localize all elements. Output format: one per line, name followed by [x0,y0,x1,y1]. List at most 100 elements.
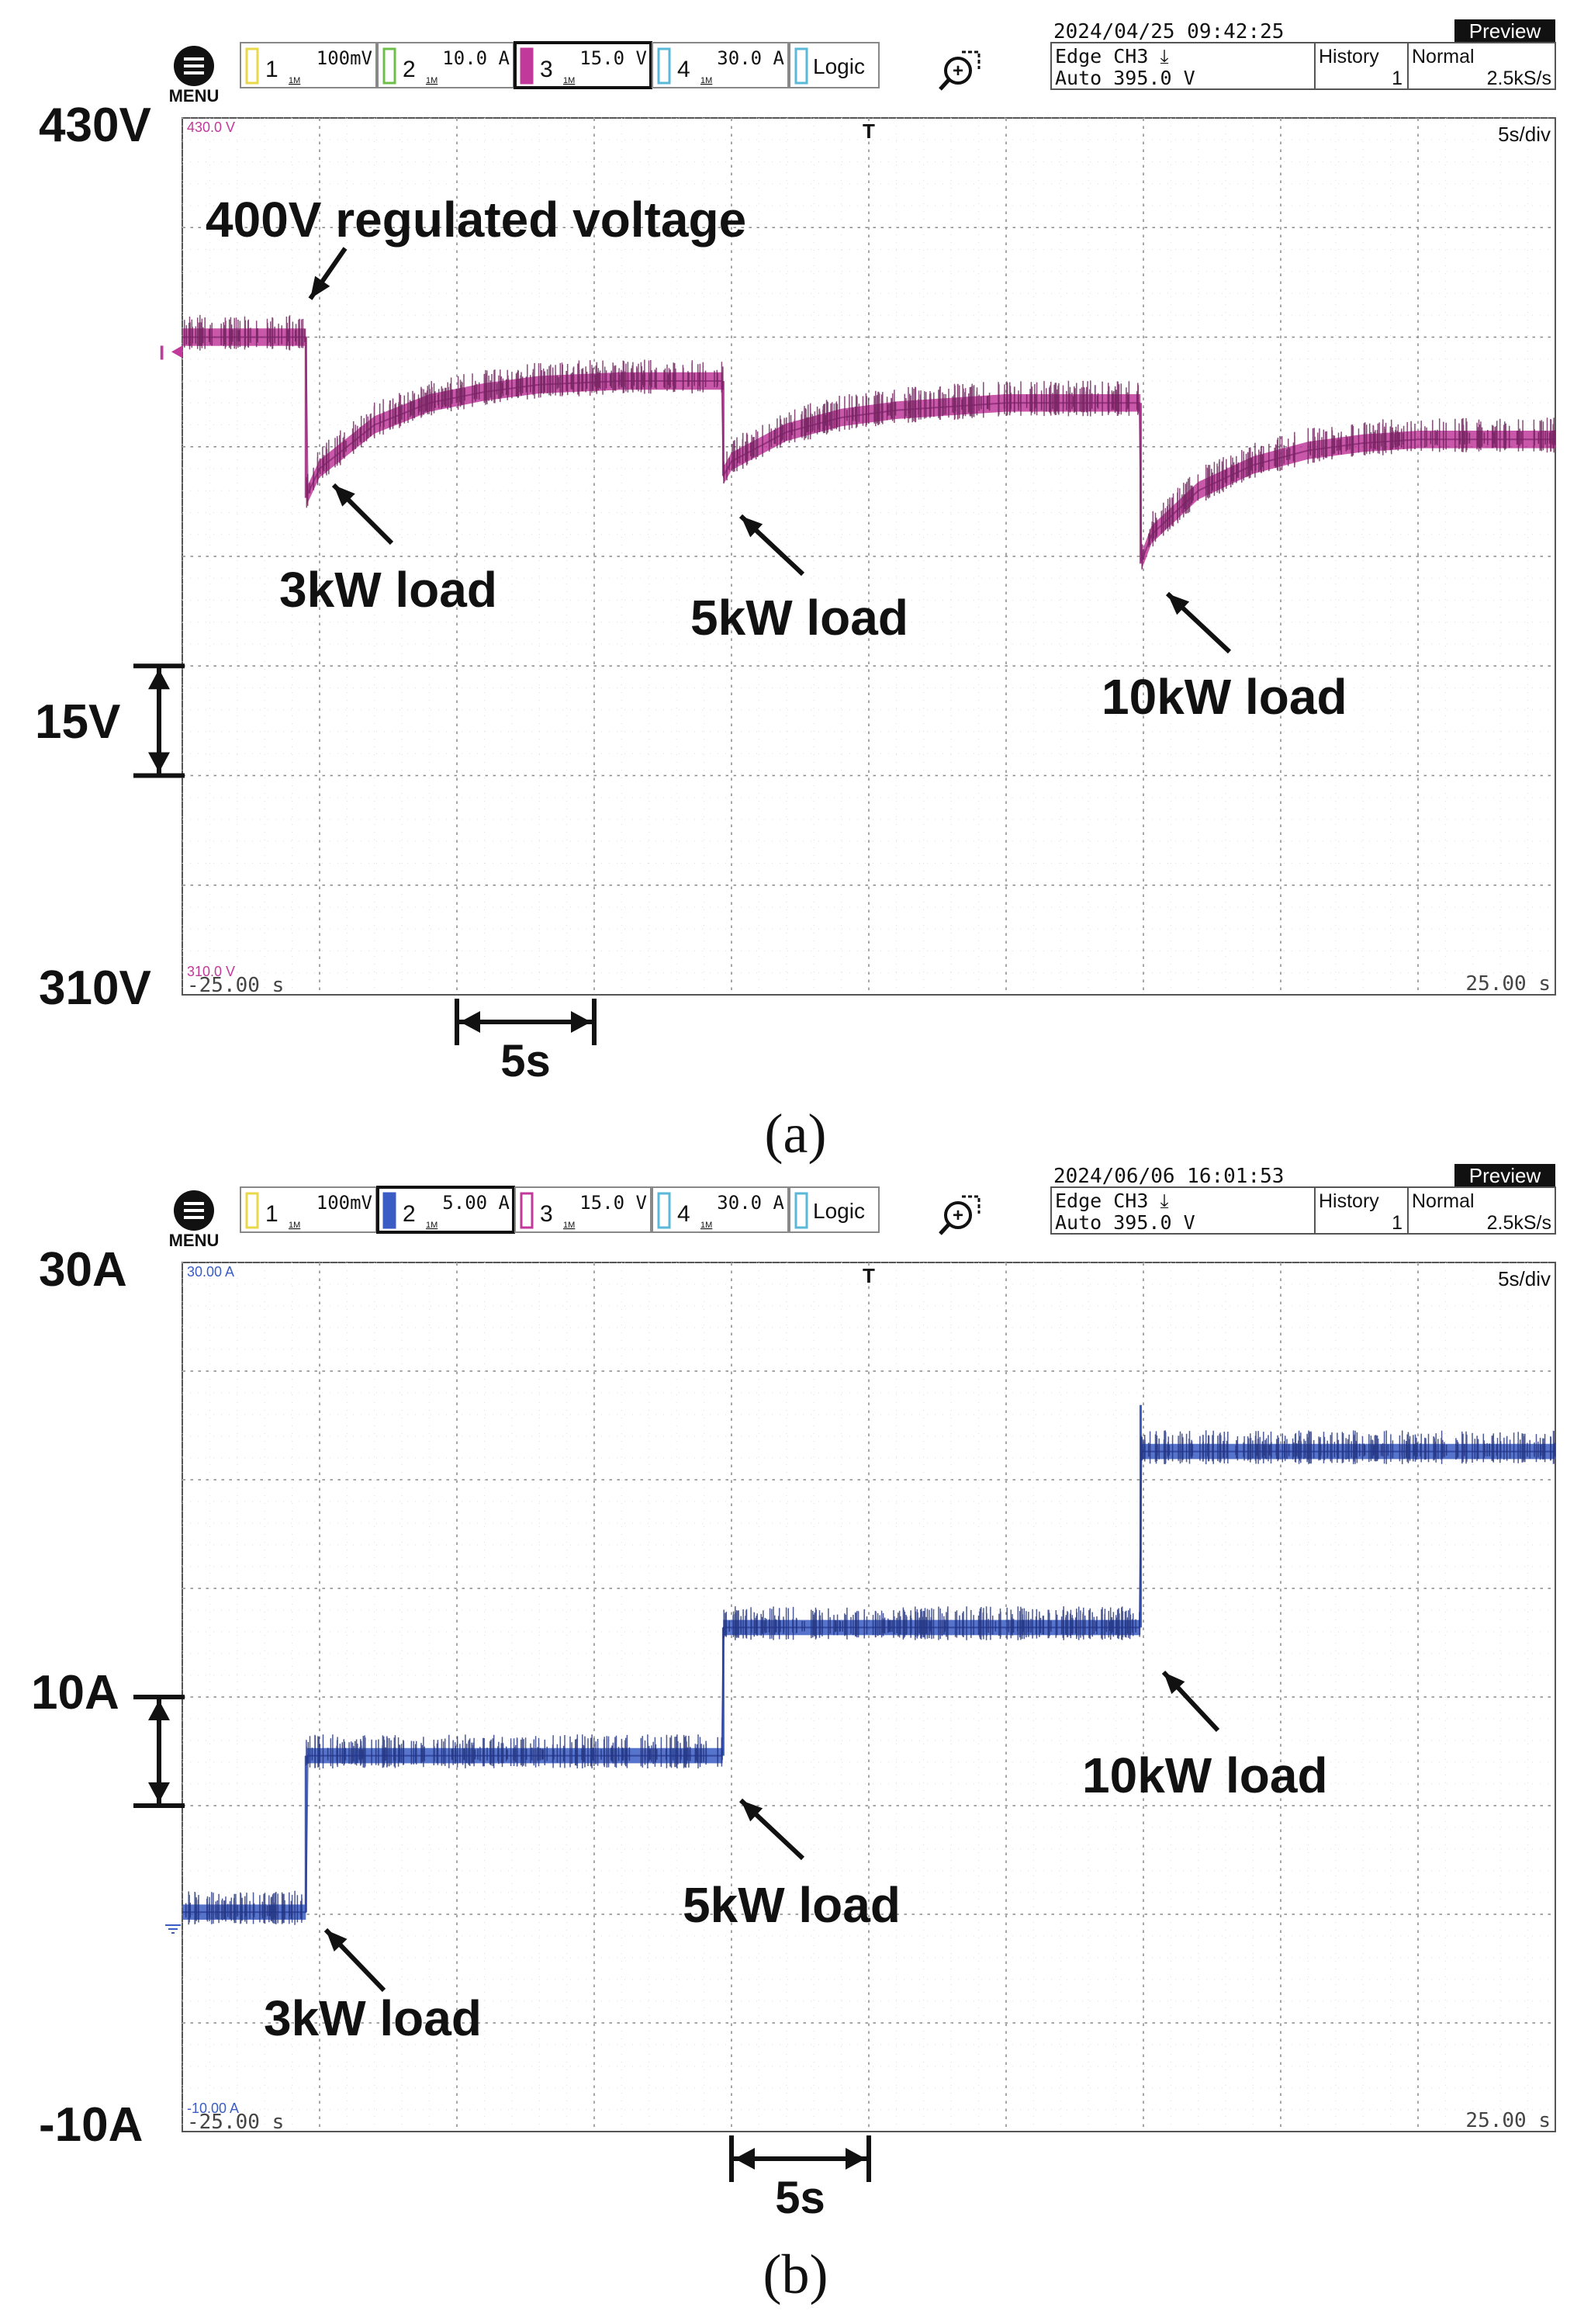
bottom-reference-label: -10.00 A [187,2101,239,2116]
channel-number: 2 [403,1201,416,1227]
annotation-label: 3kW load [279,562,497,618]
zoom-search-icon[interactable]: + [939,1195,981,1235]
channel-box-frame [377,42,514,88]
trigger-level-arrow [171,345,182,358]
preview-badge-bg [1454,19,1555,43]
zoom-lens [944,57,972,85]
scale-marker-label: 15V [35,695,120,749]
bottom-reference-label: 310.0 V [187,964,235,979]
channel-color-swatch [520,1192,534,1229]
logic-label: Logic [813,1199,865,1223]
channel-box-frame [376,1186,515,1234]
channel-box-frame [652,1186,789,1233]
caption-b: (b) [763,2243,828,2305]
menu-icon-bar [184,1202,204,1205]
zoom-frame [962,1195,981,1214]
history-label: History [1319,46,1379,68]
menu-button[interactable]: MENU [169,46,220,106]
impedance-mark: 1M [426,1221,438,1230]
time-marker-label: 5s [775,2173,825,2223]
datetime: 2024/06/06 16:01:53 [1053,1165,1284,1188]
scope-grid [182,117,1556,996]
channel-scale: 15.0 V [579,1192,647,1214]
preview-label: Preview [1469,19,1541,43]
scope-grid [182,1262,1556,2132]
menu-icon-bar [184,64,204,68]
trace-center [182,336,1555,563]
annotation-arrowhead [741,1800,763,1822]
logic-swatch [794,1192,808,1229]
time-right-label: 25.00 s [1465,972,1551,996]
zoom-plus: + [953,1205,963,1226]
trace-noise [185,1430,1556,1925]
channel-color-swatch [657,1192,671,1229]
timebase-label: 5s/div [1498,123,1551,146]
annotation-label: 10kW load [1102,669,1347,725]
caption-a: (a) [764,1103,827,1165]
channel-scale: 5.00 A [442,1192,510,1214]
vertical-scale-marker [133,1695,185,1808]
trigger-marker: T [863,1264,875,1287]
channel-box-frame [652,42,789,88]
annotation-label: 5kW load [690,590,908,646]
menu-label: MENU [169,86,220,106]
trigger-level-marker: I [159,341,164,364]
vertical-scale-marker: 15V [35,663,185,778]
channel-number: 3 [540,1201,553,1227]
annotation-label: 400V regulated voltage [206,192,746,248]
menu-icon-bar [184,71,204,74]
annotation-arrowhead [326,1930,348,1952]
channel-color-swatch [245,47,259,85]
channel-number: 2 [403,57,416,82]
channel-2-box[interactable]: 2 5.00 A 1M [376,1186,515,1234]
channel-color-swatch [520,47,534,85]
annotation-arrowhead [741,516,763,538]
zoom-search-icon[interactable]: + [939,50,981,91]
zoom-frame [962,50,981,69]
channel-3-box[interactable]: 3 15.0 V 1M [514,1186,652,1233]
trigger-source: Edge CH3 ⤓ [1055,1190,1169,1212]
channel-number: 4 [677,1201,690,1227]
trace-band [182,328,1555,570]
y-top-label: 430V [39,99,151,152]
menu-label: MENU [169,1231,220,1250]
annotation-label: 3kW load [264,1990,482,2046]
acq-mode: Normal [1412,46,1475,68]
trace-noise [184,314,1556,570]
menu-button[interactable]: MENU [169,1190,220,1250]
annotation-arrowhead [334,485,355,507]
impedance-mark: 1M [563,1221,575,1230]
channel-box-frame [514,41,652,89]
preview-badge: Preview [1454,1164,1555,1187]
impedance-mark: 1M [289,1221,300,1230]
sample-rate: 2.5kS/s [1487,1212,1551,1234]
channel-scale: 10.0 A [442,47,510,69]
preview-label: Preview [1469,1164,1541,1187]
y-mid-label: 10A [31,1666,119,1720]
channel-number: 4 [677,57,690,82]
logic-button[interactable]: Logic [789,1186,880,1233]
logic-label: Logic [813,54,865,78]
y-bottom-label: -10A [39,2098,143,2152]
logic-button[interactable]: Logic [789,42,880,88]
channel-scale: 100mV [316,47,372,69]
channel-box-frame [240,1186,377,1233]
time-left-label: -25.00 s [187,2111,284,2134]
annotation-arrowhead [1164,1672,1185,1695]
preview-badge-bg [1454,1164,1555,1187]
channel-scale: 15.0 V [579,47,647,69]
logic-swatch [794,47,808,85]
trigger-level: Auto 395.0 V [1055,1211,1195,1234]
datetime: 2024/04/25 09:42:25 [1053,20,1284,43]
